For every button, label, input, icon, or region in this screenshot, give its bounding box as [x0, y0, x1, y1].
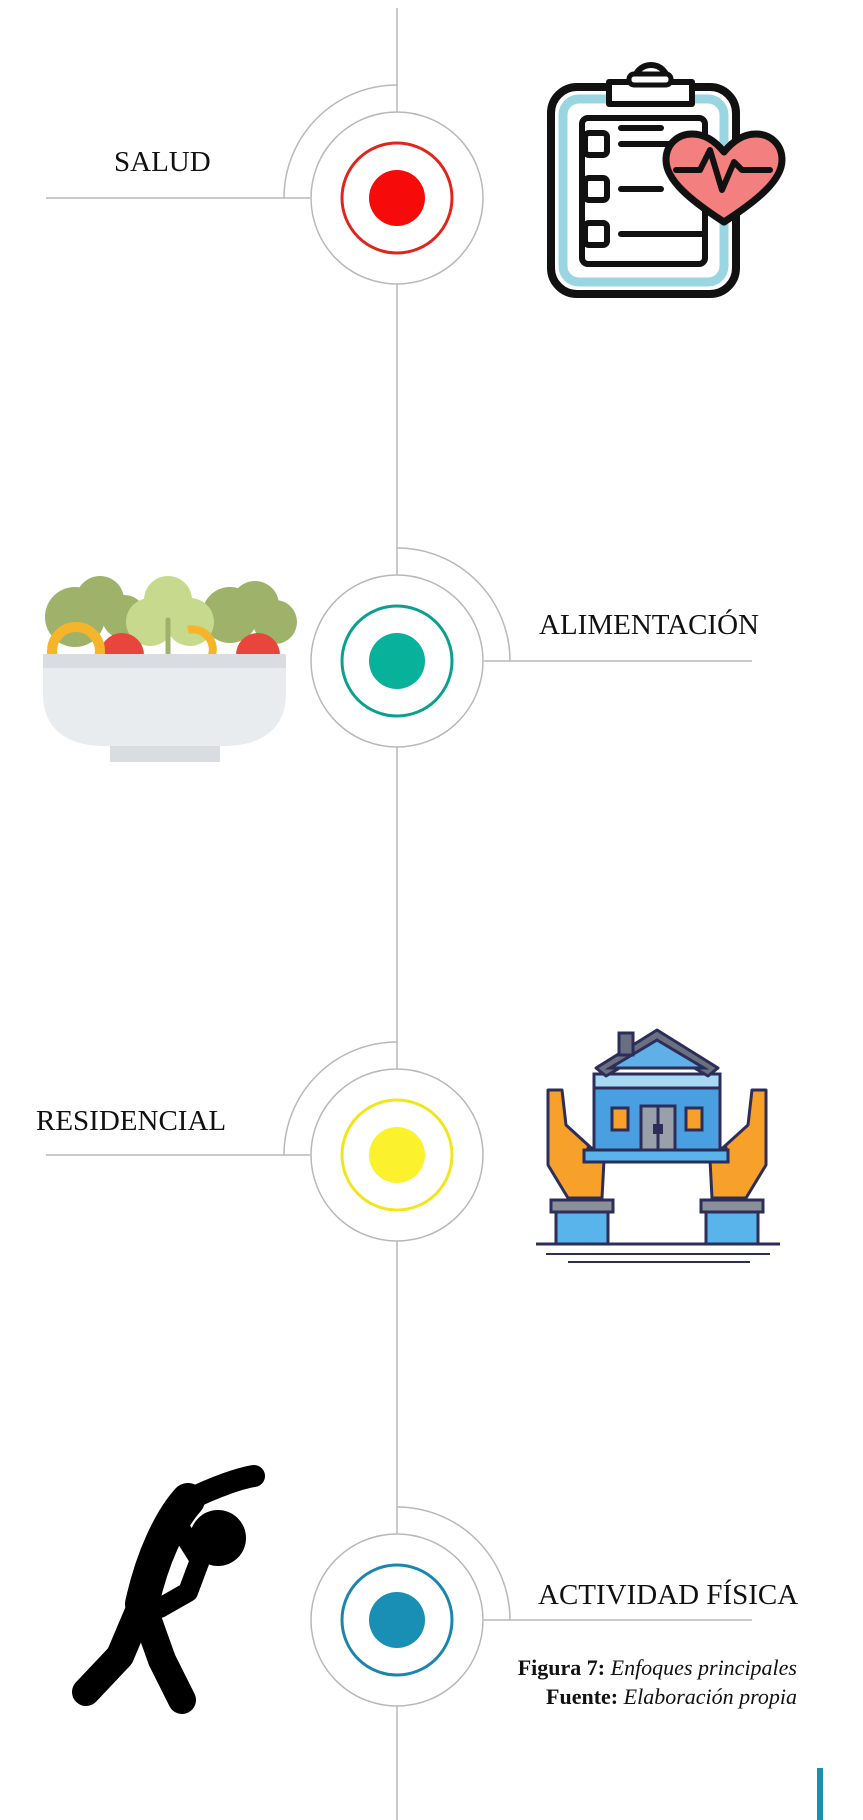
- node-residencial-label: RESIDENCIAL: [36, 1105, 227, 1137]
- node-alimentacion-ring: [340, 604, 454, 718]
- caption-accent-bar: [817, 1768, 823, 1820]
- salad-bowl-icon: [43, 576, 297, 762]
- node-residencial: [46, 1041, 484, 1242]
- node-actividad-arc: [396, 1506, 511, 1621]
- node-alimentacion-dot: [369, 633, 425, 689]
- figure-caption: Figura 7: Enfoques principales Fuente: E…: [518, 1653, 797, 1711]
- node-salud-label: SALUD: [114, 146, 211, 178]
- node-actividad: [310, 1506, 752, 1707]
- node-residencial-dot: [369, 1127, 425, 1183]
- node-alimentacion-arc: [396, 547, 511, 662]
- node-salud-dot: [369, 170, 425, 226]
- node-actividad-label: ACTIVIDAD FÍSICA: [538, 1579, 799, 1611]
- node-salud: [46, 84, 484, 285]
- node-residencial-arc: [283, 1041, 398, 1156]
- node-alimentacion-label: ALIMENTACIÓN: [539, 609, 759, 641]
- source-label: Fuente:: [546, 1684, 619, 1709]
- source-text: Elaboración propia: [623, 1684, 797, 1709]
- health-checklist-icon: [547, 62, 786, 298]
- node-actividad-dot: [369, 1592, 425, 1648]
- node-residencial-ring: [340, 1098, 454, 1212]
- node-actividad-ring: [340, 1563, 454, 1677]
- node-alimentacion: [310, 547, 752, 748]
- node-salud-ring: [340, 141, 454, 255]
- house-in-hands-icon: [536, 1028, 780, 1263]
- figure-text: Enfoques principales: [610, 1655, 797, 1680]
- figure-label: Figura 7:: [517, 1655, 606, 1680]
- stretching-person-icon: [72, 1465, 265, 1714]
- node-salud-arc: [283, 84, 398, 199]
- source-caption-line: Fuente: Elaboración propia: [518, 1682, 797, 1711]
- figure-caption-line: Figura 7: Enfoques principales: [518, 1653, 797, 1682]
